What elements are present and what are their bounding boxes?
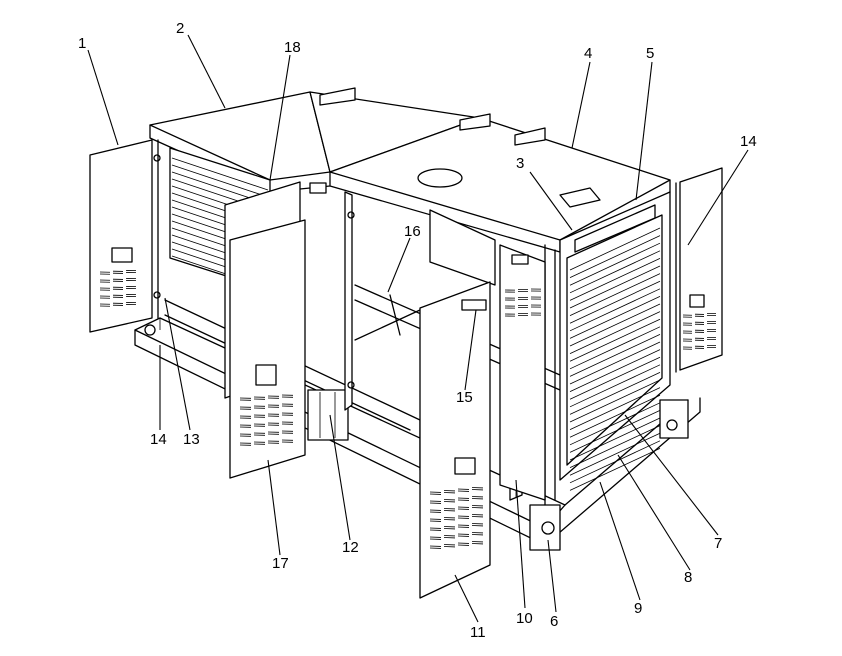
- callout-5: 5: [646, 45, 654, 62]
- callout-13: 13: [183, 431, 200, 448]
- center-panel: [344, 191, 496, 411]
- callout-16: 16: [404, 223, 421, 240]
- leader-lines: [87, 34, 749, 623]
- callout-9: 9: [634, 600, 642, 617]
- callout-1: 1: [78, 35, 86, 52]
- callout-12: 12: [342, 539, 359, 556]
- door-1: [89, 139, 161, 333]
- callout-labels: 1 2 18 4 5 3 14 16 15 14 13 7 12 17 8 9 …: [78, 20, 757, 641]
- door-17: [229, 219, 306, 479]
- callout-7: 7: [714, 535, 722, 552]
- callout-15: 15: [456, 389, 473, 406]
- callout-14-right: 14: [740, 133, 757, 150]
- door-11: [419, 281, 491, 599]
- callout-14-left: 14: [150, 431, 167, 448]
- callout-2: 2: [176, 20, 184, 37]
- side-vents: [499, 244, 546, 501]
- callout-10: 10: [516, 610, 533, 627]
- callout-8: 8: [684, 569, 692, 586]
- callout-4: 4: [584, 45, 592, 62]
- front-louver-grille: [544, 191, 671, 506]
- door-14-right: [675, 167, 723, 373]
- callout-3: 3: [516, 155, 524, 172]
- callout-17: 17: [272, 555, 289, 572]
- callout-11: 11: [470, 624, 486, 641]
- callout-6: 6: [550, 613, 558, 630]
- callout-18: 18: [284, 39, 301, 56]
